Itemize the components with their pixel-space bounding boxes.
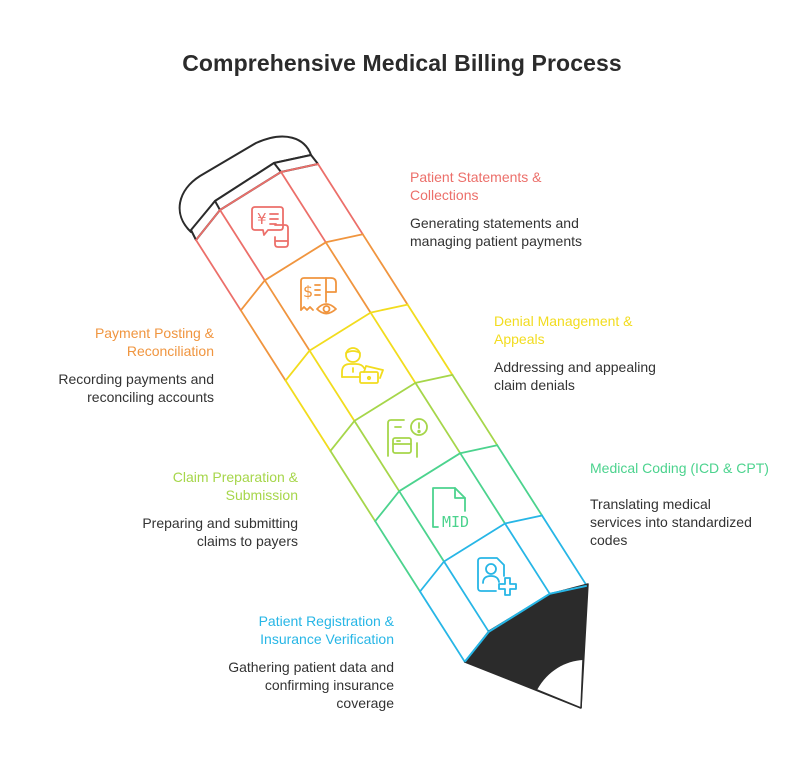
pencil-segment-edge — [353, 419, 401, 493]
pencil-segment-edge — [504, 522, 551, 595]
receipt-chat-mobile-icon: ¥ — [251, 206, 289, 248]
pencil-segment-edge — [374, 520, 421, 593]
pencil-segment-edge — [195, 239, 242, 312]
pencil-segment-edge — [263, 279, 311, 352]
svg-text:¥: ¥ — [257, 210, 267, 228]
pencil-tip-edge — [464, 584, 588, 663]
pencil-segment-edge — [317, 163, 364, 236]
svg-text:$: $ — [303, 282, 313, 301]
step-title: Payment Posting &Reconciliation — [94, 325, 214, 359]
pencil-tip-shine — [537, 660, 583, 708]
pencil-segment-edge — [324, 241, 372, 314]
pencil-segment-edge — [406, 303, 454, 376]
pencil-segment-divider — [239, 279, 266, 312]
pencil-segment-edge — [369, 311, 417, 384]
pencil-segment-divider — [419, 560, 445, 593]
mid-document-icon: MID — [432, 487, 469, 531]
pencil-segment-divider — [329, 419, 356, 452]
person-money-icon — [341, 347, 384, 384]
pencil-eraser — [178, 135, 312, 233]
step-title: Claim Preparation &Submission — [172, 469, 298, 503]
pencil-segment-divider — [263, 241, 327, 282]
pencil-segment-edge — [219, 209, 266, 282]
invoice-eye-icon: $ — [300, 277, 337, 315]
pencil-segment-divider — [504, 514, 543, 525]
pencil-segment-edge — [541, 514, 588, 587]
page-title: Comprehensive Medical Billing Process — [182, 50, 622, 76]
pencil-segment-divider — [280, 163, 319, 173]
pencil-segment-divider — [219, 171, 282, 211]
pencil-segment-edge — [239, 309, 287, 382]
step-title: Patient Statements &Collections — [410, 169, 542, 203]
pencil-segment-divider — [443, 522, 506, 563]
pencil-segment-divider — [284, 349, 311, 382]
mid-label: MID — [442, 513, 469, 531]
claim-alert-icon — [387, 418, 428, 458]
pencil-segment-edge — [419, 590, 466, 663]
pencil-segment-divider — [459, 444, 499, 455]
pencil-segment-edge — [459, 452, 506, 525]
pencil-segment-edge — [496, 444, 543, 517]
step-claim-preparation: Claim Preparation &Submission Preparing … — [98, 468, 298, 550]
pencil-segment-edge — [443, 560, 490, 633]
pencil-segment-edge — [329, 449, 377, 523]
step-payment-posting: Payment Posting &Reconciliation Recordin… — [14, 324, 214, 406]
pencil-segment-edge — [451, 373, 499, 447]
pencil-segment-edge — [398, 490, 445, 563]
pencil-segment-divider — [308, 311, 372, 352]
step-title: Denial Management &Appeals — [494, 313, 633, 347]
pencil-segment-divider — [414, 373, 454, 384]
patient-add-icon — [477, 557, 517, 596]
pencil-segment-divider — [374, 490, 401, 523]
pencil-segment-edge — [308, 349, 356, 422]
step-patient-statements: Patient Statements &Collections Generati… — [410, 168, 610, 250]
pencil-segment-divider — [353, 381, 417, 422]
step-title: Medical Coding (ICD & CPT) — [590, 460, 769, 476]
pencil-segment-divider — [195, 209, 221, 241]
pencil-segment-edge — [280, 171, 327, 244]
pencil-segment-edge — [284, 379, 332, 452]
pencil-segment-divider — [398, 452, 462, 493]
step-title: Patient Registration &Insurance Verifica… — [258, 613, 394, 647]
step-patient-registration: Patient Registration &Insurance Verifica… — [194, 612, 394, 712]
step-denial-management: Denial Management &Appeals Addressing an… — [494, 312, 694, 394]
pencil-segment-edge — [414, 381, 462, 455]
step-medical-coding: Medical Coding (ICD & CPT) Translating m… — [590, 459, 800, 549]
pencil-segment-divider — [369, 303, 409, 314]
pencil-segment-edge — [361, 233, 409, 306]
pencil-segment-divider — [324, 233, 364, 244]
